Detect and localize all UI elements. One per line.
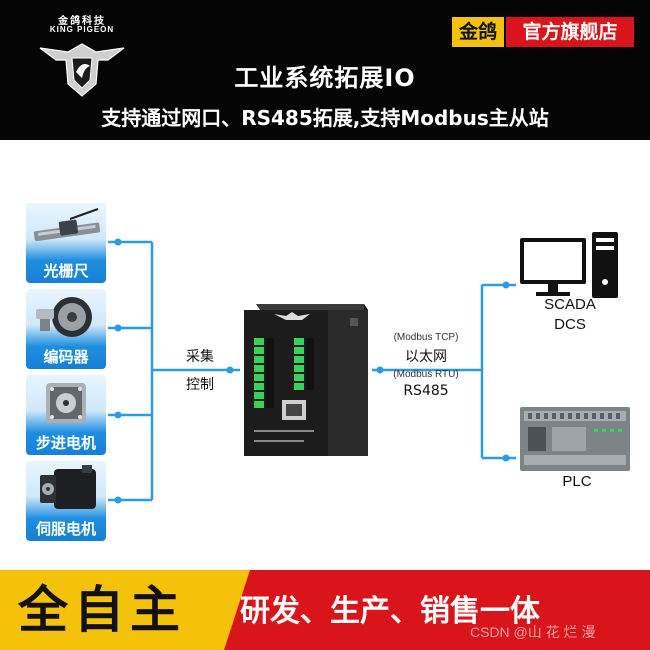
link-label-acquire: 采集: [186, 349, 214, 365]
io-module-icon: [244, 304, 368, 456]
connection-lines: [108, 238, 516, 504]
footer-yellow-band: [0, 570, 250, 650]
logo-cn-text: 金鸽科技: [58, 16, 106, 27]
dest-scada-label: SCADA: [544, 296, 596, 313]
proto-rtu-label: (Modbus RTU): [393, 369, 459, 380]
proto-tcp-label: (Modbus TCP): [393, 332, 459, 343]
sensor-label: 步进电机: [35, 434, 96, 452]
linear-scale-icon: [33, 208, 101, 242]
proto-rs485-label: RS485: [403, 383, 449, 399]
brand-logo: 金鸽科技 KING PIGEON: [36, 12, 128, 122]
sensor-stepper-motor: 步进电机: [26, 375, 106, 455]
dest-dcs-label: DCS: [554, 316, 586, 333]
logo-en-text: KING PIGEON: [49, 25, 115, 34]
brand-tag-official-store: 官方旗舰店: [506, 17, 634, 47]
link-label-control: 控制: [186, 377, 214, 393]
footer-banner: 全自主 研发、生产、销售一体: [0, 570, 650, 650]
sensor-label: 编码器: [43, 348, 89, 366]
sensor-label: 伺服电机: [35, 520, 96, 538]
encoder-icon: [36, 297, 92, 337]
plc-icon: [520, 407, 630, 471]
watermark-text: CSDN @山 花 烂 漫: [470, 624, 596, 640]
computer-icon: [520, 232, 618, 298]
sensor-encoder: 编码器: [26, 289, 106, 369]
pigeon-shield-logo-icon: [39, 43, 125, 97]
header-banner: 金鸽科技 KING PIGEON 金鸽 官方旗舰店 工业系统拓展IO 支持通过网…: [0, 0, 650, 140]
page-title: 工业系统拓展IO: [234, 64, 416, 92]
proto-ethernet-label: 以太网: [405, 349, 447, 365]
sensor-linear-scale: 光栅尺: [26, 203, 106, 283]
stepper-motor-icon: [46, 383, 86, 423]
servo-motor-icon: [40, 465, 96, 509]
page-subtitle: 支持通过网口、RS485拓展,支持Modbus主从站: [101, 106, 549, 130]
footer-slogan-right: 研发、生产、销售一体: [240, 594, 540, 629]
sensor-servo-motor: 伺服电机: [26, 461, 106, 541]
brand-tag-kingpigeon: 金鸽: [452, 17, 504, 47]
sensor-label: 光栅尺: [43, 262, 89, 280]
dest-plc-label: PLC: [562, 473, 592, 490]
system-diagram: 光栅尺 编码器 步进电机 伺服电机: [0, 140, 650, 570]
footer-slogan-left: 全自主: [18, 581, 186, 639]
